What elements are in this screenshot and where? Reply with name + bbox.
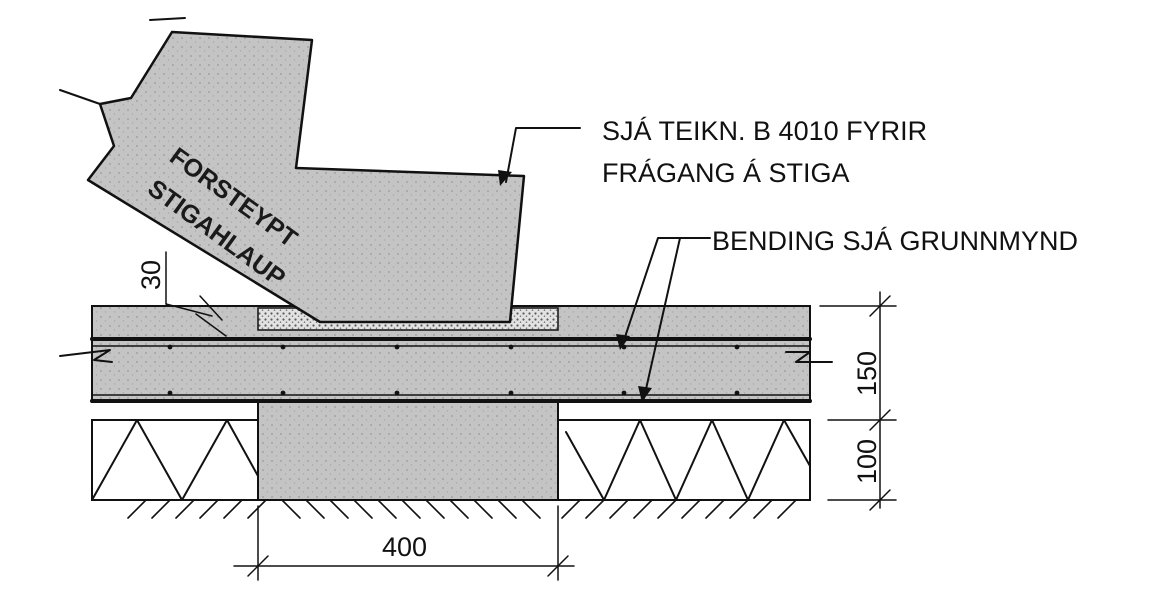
- dimension-footing-width: [233, 505, 575, 581]
- slab-break-left: [59, 349, 113, 363]
- dimension-footing-width-value: 400: [382, 532, 427, 562]
- dimension-slab-value: 150: [852, 351, 882, 396]
- concrete-footing: [257, 401, 559, 501]
- ground-hatch: [91, 499, 811, 519]
- stair-reference-note-line1: SJÁ TEIKN. B 4010 FYRIR: [602, 116, 927, 146]
- slab-break-right: [785, 351, 833, 363]
- stair-reference-leader: [498, 127, 581, 186]
- precast-stair-flight: [86, 30, 526, 324]
- reinforcement-bars: [90, 337, 812, 403]
- insulation-left: [91, 419, 259, 501]
- dimension-insulation-value: 100: [852, 439, 882, 484]
- stair-reference-note-line2: FRÁGANG Á STIGA: [602, 158, 850, 188]
- reinforcement-note: BENDING SJÁ GRUNNMYND: [712, 226, 1078, 256]
- reinforcement-leader: [616, 237, 711, 402]
- dimension-top-cover-value: 30: [136, 260, 166, 290]
- stair-break-line: [59, 17, 186, 105]
- insulation-right: [557, 419, 811, 501]
- dimension-top-cover: [165, 251, 227, 337]
- dimension-right-chain: [819, 291, 897, 511]
